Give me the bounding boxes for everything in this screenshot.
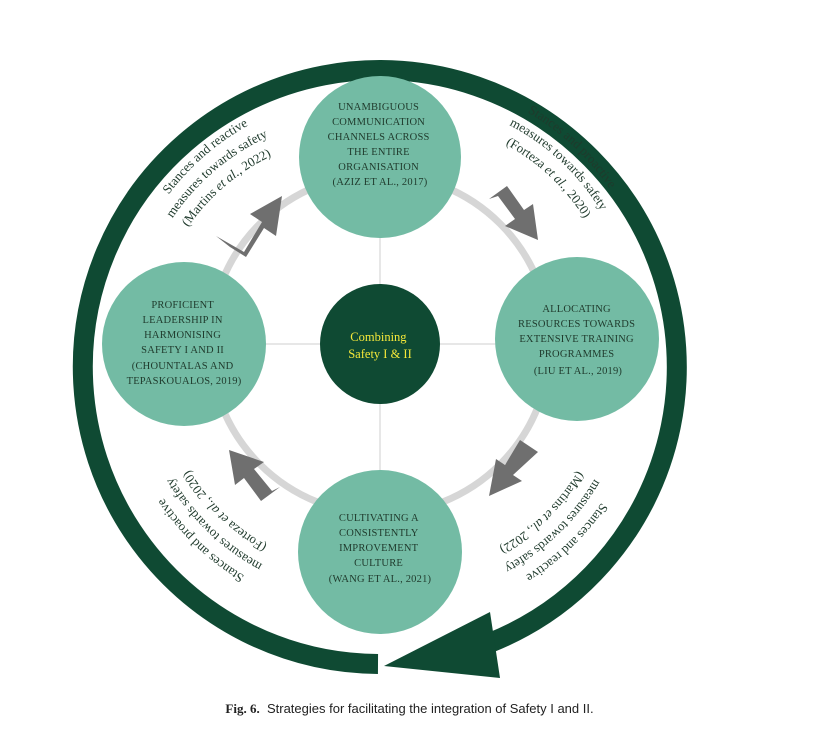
node-right-line: RESOURCES TOWARDS xyxy=(518,319,635,330)
node-top-circle xyxy=(299,76,461,238)
center-circle xyxy=(320,284,440,404)
center-label-line: Combining xyxy=(350,330,407,344)
node-left-citation: TEPASKOUALOS, 2019) xyxy=(127,376,242,387)
node-left-line: LEADERSHIP IN xyxy=(143,315,223,326)
node-bottom-citation: (WANG ET AL., 2021) xyxy=(329,574,432,585)
node-right-citation: (LIU ET AL., 2019) xyxy=(534,366,623,377)
center-label: Combining Safety I & II xyxy=(348,330,412,361)
node-bottom-line: IMPROVEMENT xyxy=(339,543,419,554)
node-top-line: UNAMBIGUOUS xyxy=(338,102,419,113)
outer-cycle-arrowhead xyxy=(384,612,500,678)
arc-label-top-right: Stances and proactive measures towards s… xyxy=(504,102,620,220)
node-left-line: HARMONISING xyxy=(144,330,221,341)
arrow-right-to-bottom xyxy=(489,440,538,496)
node-top-line: THE ENTIRE xyxy=(347,147,409,158)
node-left-line: PROFICIENT xyxy=(151,300,214,311)
node-top-text: UNAMBIGUOUS COMMUNICATION CHANNELS ACROS… xyxy=(328,102,433,188)
node-top-line: COMMUNICATION xyxy=(332,117,425,128)
arrow-bottom-to-left xyxy=(229,450,280,501)
node-right-text: ALLOCATING RESOURCES TOWARDS EXTENSIVE T… xyxy=(518,304,638,377)
node-left-text: PROFICIENT LEADERSHIP IN HARMONISING SAF… xyxy=(127,300,242,387)
node-left-circle xyxy=(102,262,266,426)
node-left-line: SAFETY I AND II xyxy=(141,345,224,356)
node-bottom-line: CONSISTENTLY xyxy=(339,528,419,539)
node-right-line: PROGRAMMES xyxy=(539,349,615,360)
node-top-citation: (AZIZ ET AL., 2017) xyxy=(333,177,428,188)
node-bottom-text: CULTIVATING A CONSISTENTLY IMPROVEMENT C… xyxy=(329,513,432,585)
arrow-top-to-right xyxy=(489,186,538,240)
figure-caption: Fig. 6. Strategies for facilitating the … xyxy=(0,701,819,717)
node-bottom-line: CULTURE xyxy=(354,558,403,569)
figure-caption-text: Strategies for facilitating the integrat… xyxy=(266,701,594,716)
node-top-line: CHANNELS ACROSS xyxy=(328,132,430,143)
node-left-citation: (CHOUNTALAS AND xyxy=(132,361,234,372)
node-right-line: ALLOCATING xyxy=(542,304,611,315)
arrow-left-to-top xyxy=(216,196,282,257)
node-right-circle xyxy=(495,257,659,421)
center-label-line: Safety I & II xyxy=(348,347,412,361)
node-bottom-circle xyxy=(298,470,462,634)
figure-label: Fig. 6. xyxy=(225,701,260,716)
node-right-line: EXTENSIVE TRAINING xyxy=(519,334,634,345)
outer-cycle-arrow xyxy=(72,60,687,674)
node-top-line: ORGANISATION xyxy=(338,162,419,173)
node-bottom-line: CULTIVATING A xyxy=(339,513,419,524)
